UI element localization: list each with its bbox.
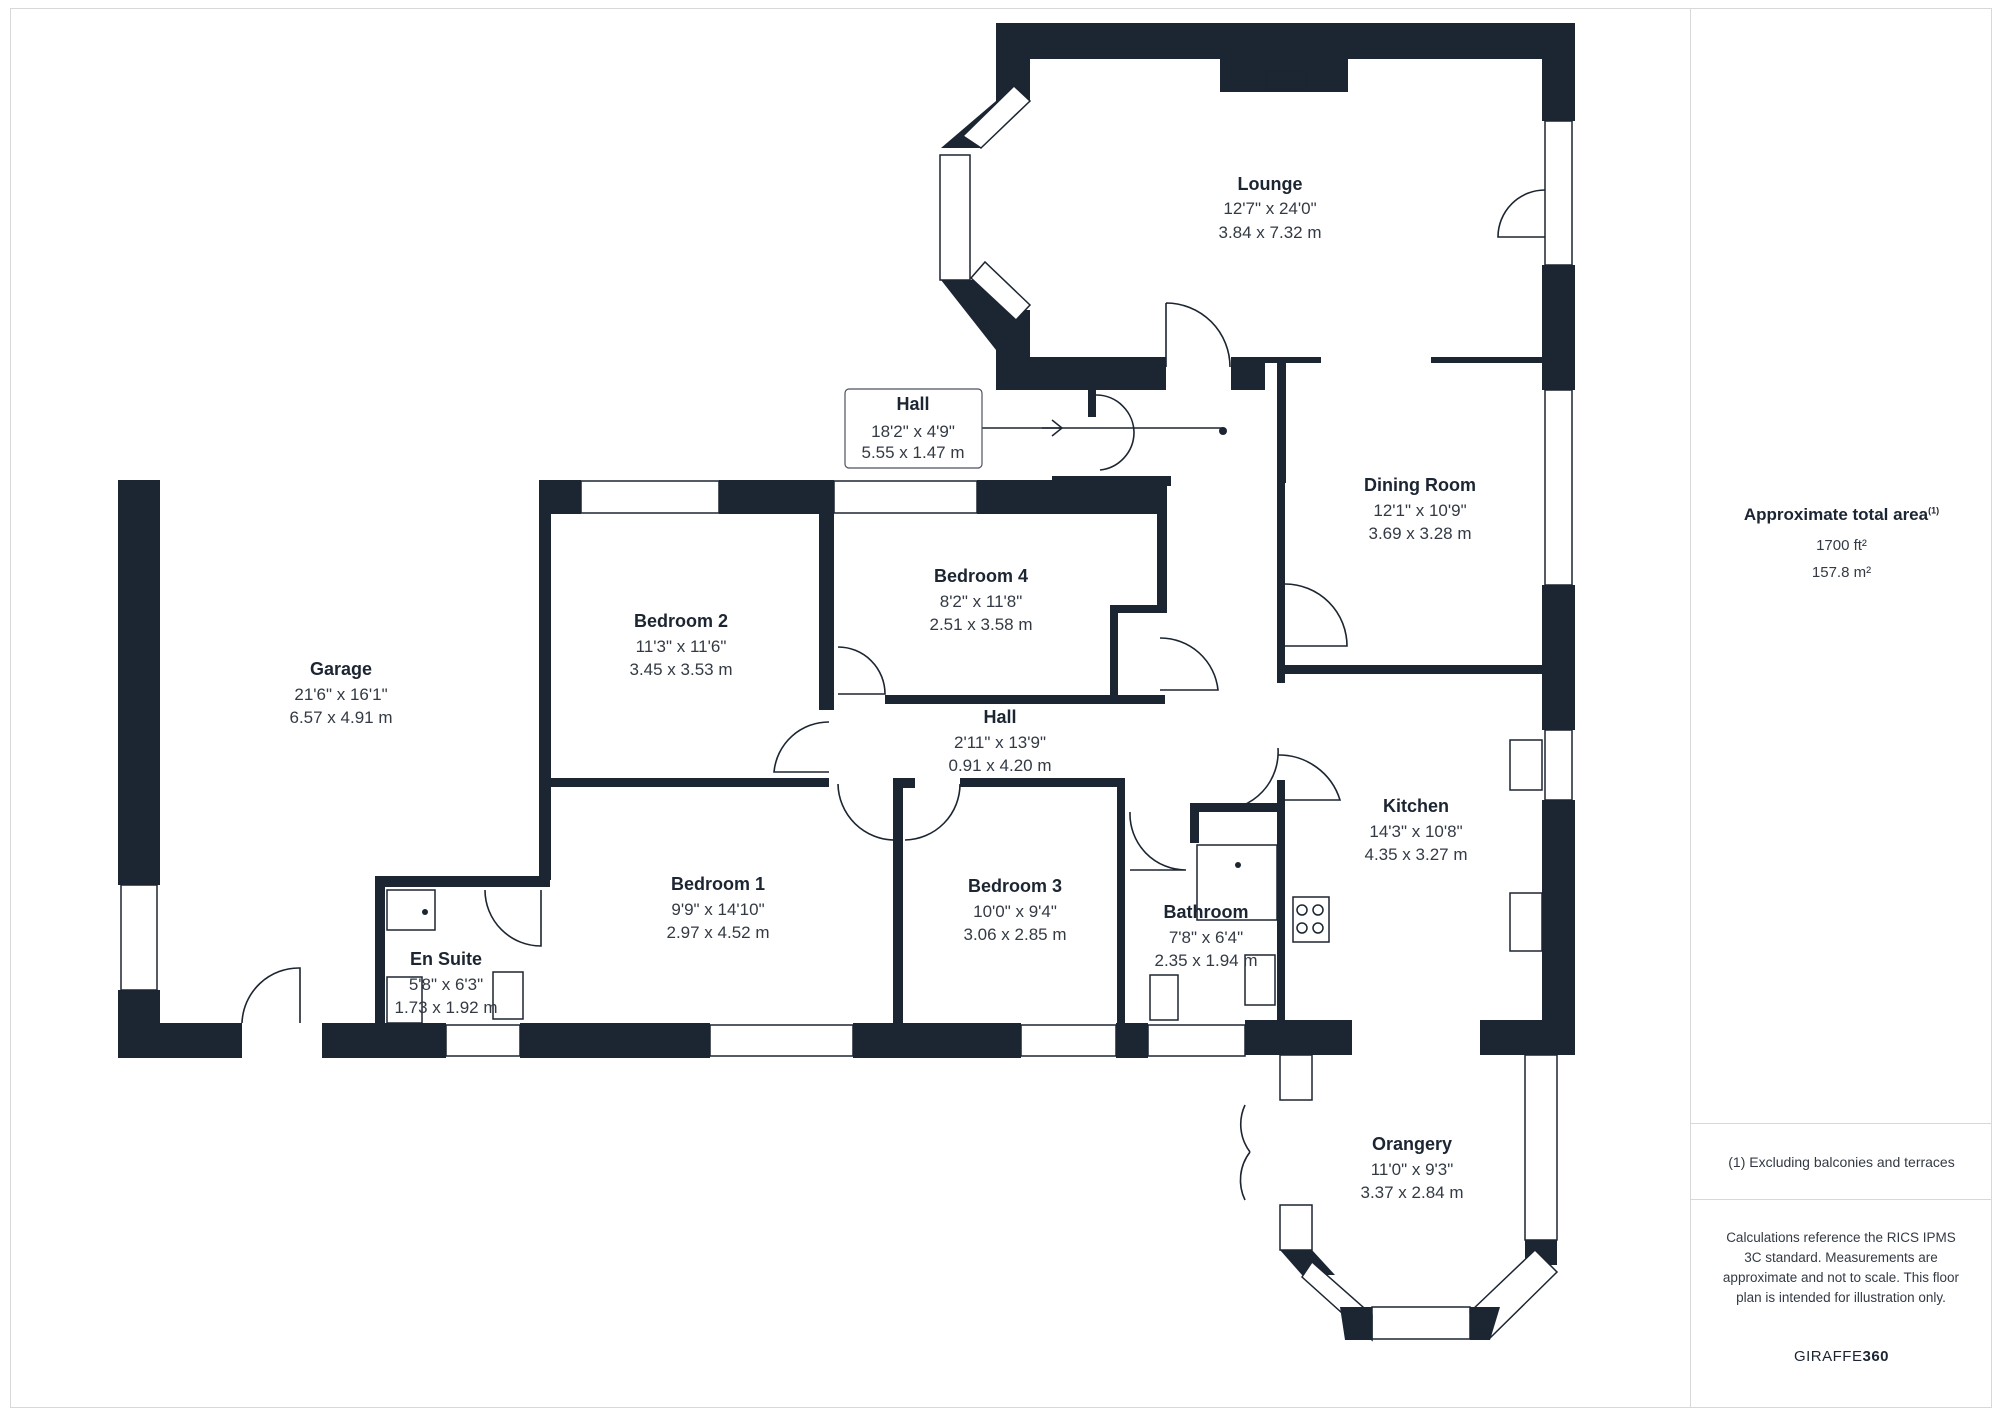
room-bedroom-4: Bedroom 4 8'2" x 11'8" 2.51 x 3.58 m	[929, 566, 1032, 634]
doors	[241, 189, 1546, 1201]
bay-segments	[941, 84, 1559, 1342]
room-kitchen: Kitchen 14'3" x 10'8" 4.35 x 3.27 m	[1364, 796, 1467, 864]
hall-pointer	[982, 419, 1223, 437]
room-dim-metric: 5.55 x 1.47 m	[861, 443, 964, 462]
room-dim-imperial: 9'9" x 14'10"	[671, 900, 764, 919]
room-name: Orangery	[1372, 1134, 1452, 1154]
room-dining: Dining Room 12'1" x 10'9" 3.69 x 3.28 m	[1364, 475, 1476, 543]
room-bedroom-1: Bedroom 1 9'9" x 14'10" 2.97 x 4.52 m	[666, 874, 769, 942]
room-bedroom-2: Bedroom 2 11'3" x 11'6" 3.45 x 3.53 m	[629, 611, 732, 679]
brand-logo: GIRAFFE360	[1793, 1348, 1890, 1365]
area-block: Approximate total area(1) 1700 ft² 157.8…	[1691, 505, 1992, 581]
room-dim-imperial: 7'8" x 6'4"	[1169, 928, 1243, 947]
room-dim-imperial: 21'6" x 16'1"	[294, 685, 387, 704]
room-dim-metric: 3.45 x 3.53 m	[629, 660, 732, 679]
room-name: Bedroom 4	[934, 566, 1028, 586]
room-dim-metric: 4.35 x 3.27 m	[1364, 845, 1467, 864]
room-dim-metric: 0.91 x 4.20 m	[948, 756, 1051, 775]
room-dim-imperial: 12'1" x 10'9"	[1373, 501, 1466, 520]
room-name: Hall	[983, 707, 1016, 727]
room-garage: Garage 21'6" x 16'1" 6.57 x 4.91 m	[289, 659, 392, 727]
room-dim-imperial: 11'3" x 11'6"	[636, 637, 727, 656]
floor-plan: Lounge 12'7" x 24'0" 3.84 x 7.32 m Hall …	[118, 23, 1575, 1342]
room-dim-metric: 1.73 x 1.92 m	[394, 998, 497, 1017]
room-hall-inner: Hall 2'11" x 13'9" 0.91 x 4.20 m	[948, 707, 1051, 775]
side-panel: Approximate total area(1) 1700 ft² 157.8…	[1690, 8, 1992, 1408]
room-name: Bathroom	[1164, 902, 1249, 922]
room-dim-imperial: 18'2" x 4'9"	[871, 422, 955, 441]
room-name: Garage	[310, 659, 372, 679]
area-title: Approximate total area(1)	[1743, 505, 1940, 524]
disclaimer: Calculations reference the RICS IPMS 3C …	[1722, 1230, 1960, 1305]
room-dim-metric: 3.84 x 7.32 m	[1218, 223, 1321, 242]
room-name: Kitchen	[1383, 796, 1449, 816]
room-dim-imperial: 14'3" x 10'8"	[1369, 822, 1462, 841]
room-dim-metric: 6.57 x 4.91 m	[289, 708, 392, 727]
room-hall-main: Hall 18'2" x 4'9" 5.55 x 1.47 m	[861, 394, 964, 462]
room-dim-metric: 2.51 x 3.58 m	[929, 615, 1032, 634]
room-dim-imperial: 11'0" x 9'3"	[1371, 1160, 1454, 1179]
room-dim-imperial: 10'0" x 9'4"	[973, 902, 1057, 921]
room-dim-imperial: 8'2" x 11'8"	[940, 592, 1023, 611]
room-orangery: Orangery 11'0" x 9'3" 3.37 x 2.84 m	[1360, 1134, 1463, 1202]
hall-label-box	[844, 388, 983, 469]
fixtures	[386, 70, 1543, 1024]
room-dim-metric: 3.37 x 2.84 m	[1360, 1183, 1463, 1202]
area-m: 157.8 m²	[1811, 564, 1872, 581]
room-dim-imperial: 2'11" x 13'9"	[954, 733, 1046, 752]
windows	[120, 120, 1573, 1340]
area-ft: 1700 ft²	[1816, 537, 1867, 554]
footnote: (1) Excluding balconies and terraces	[1691, 1123, 1992, 1200]
room-name: Hall	[896, 394, 929, 414]
room-bedroom-3: Bedroom 3 10'0" x 9'4" 3.06 x 2.85 m	[963, 876, 1066, 944]
room-dim-metric: 2.35 x 1.94 m	[1154, 951, 1257, 970]
room-name: Lounge	[1238, 174, 1303, 194]
room-dim-imperial: 12'7" x 24'0"	[1223, 199, 1316, 218]
room-name: En Suite	[410, 949, 482, 969]
room-dim-metric: 3.69 x 3.28 m	[1368, 524, 1471, 543]
room-dim-metric: 3.06 x 2.85 m	[963, 925, 1066, 944]
floor-plan-sheet	[10, 8, 1992, 1408]
room-dim-metric: 2.97 x 4.52 m	[666, 923, 769, 942]
room-name: Bedroom 1	[671, 874, 765, 894]
room-name: Bedroom 2	[634, 611, 728, 631]
room-bathroom: Bathroom 7'8" x 6'4" 2.35 x 1.94 m	[1154, 902, 1257, 970]
room-lounge: Lounge 12'7" x 24'0" 3.84 x 7.32 m	[1218, 174, 1321, 242]
room-en-suite: En Suite 5'8" x 6'3" 1.73 x 1.92 m	[394, 949, 497, 1017]
room-name: Bedroom 3	[968, 876, 1062, 896]
area-footnote-ref: (1)	[1928, 505, 1940, 516]
room-name: Dining Room	[1364, 475, 1476, 495]
room-dim-imperial: 5'8" x 6'3"	[409, 975, 483, 994]
walls	[118, 23, 1575, 1058]
